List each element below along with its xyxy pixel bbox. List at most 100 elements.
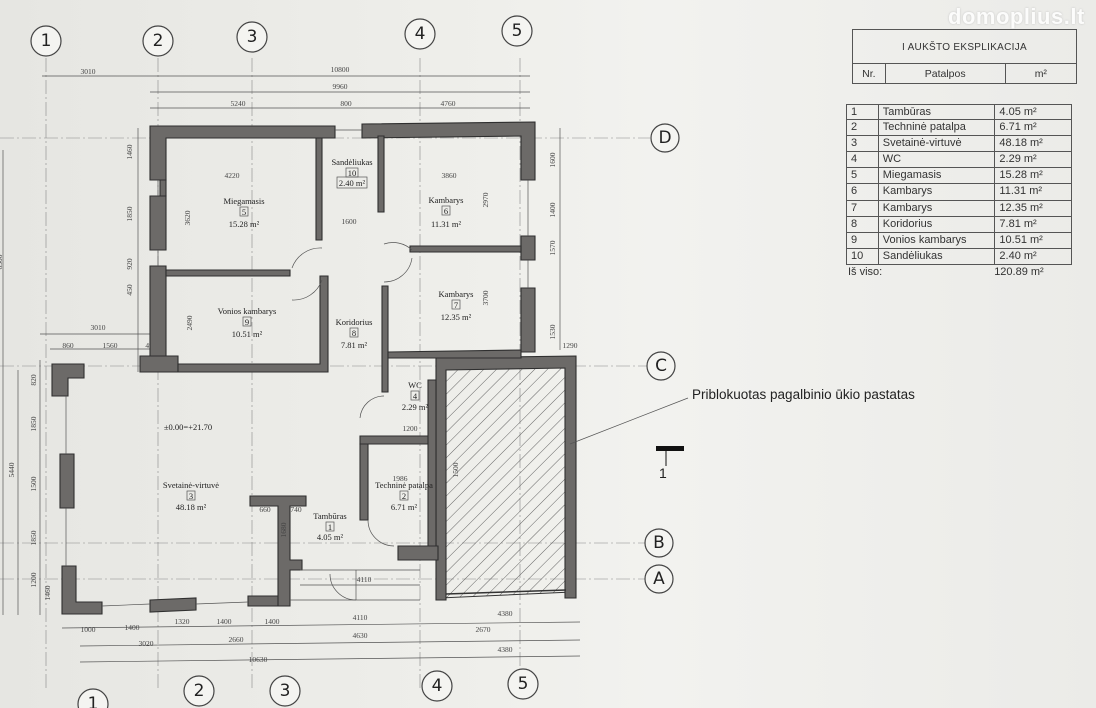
svg-text:1560: 1560 [103, 341, 118, 350]
svg-text:5: 5 [512, 21, 523, 41]
svg-text:1530: 1530 [548, 324, 557, 339]
svg-text:4110: 4110 [353, 613, 368, 622]
door-swings [290, 242, 420, 601]
svg-text:5240: 5240 [231, 99, 246, 108]
svg-text:1000: 1000 [81, 625, 96, 634]
svg-text:2: 2 [153, 31, 164, 51]
svg-text:660: 660 [259, 505, 271, 514]
svg-text:2670: 2670 [476, 625, 491, 634]
svg-text:4760: 4760 [441, 99, 456, 108]
explication-total: Iš viso: 120.89 m² [846, 265, 1072, 280]
column-header-no: Nr. [853, 64, 886, 83]
axis-bubble: 1 [30, 25, 62, 57]
svg-text:1986: 1986 [393, 474, 408, 483]
inner-dimensions: 4220 1600 3860 1986 660 740 1680 4110 12… [225, 171, 457, 584]
svg-text:C: C [655, 356, 667, 376]
svg-text:Sandėliukas: Sandėliukas [331, 157, 372, 167]
room-label: Techninė patalpa 2 6.71 m² [375, 480, 433, 512]
room-label: Vonios kambarys 9 10.51 m² [218, 306, 277, 339]
section-marker: 1 [656, 446, 684, 481]
svg-text:6: 6 [444, 206, 448, 216]
svg-text:3010: 3010 [81, 67, 96, 76]
axis-bubble: D [650, 123, 680, 153]
annex-annotation: Priblokuotas pagalbinio ūkio pastatas [692, 387, 915, 402]
svg-text:820: 820 [29, 374, 38, 386]
svg-text:1320: 1320 [175, 617, 190, 626]
axis-bubble: B [644, 528, 674, 558]
axis-bubble: 3 [269, 675, 301, 707]
level-mark: ±0.00=+21.70 [164, 422, 212, 432]
svg-text:A: A [653, 569, 665, 589]
svg-text:1600: 1600 [342, 217, 357, 226]
svg-text:9: 9 [245, 317, 249, 327]
svg-text:4: 4 [432, 676, 443, 696]
axis-bubble: 2 [142, 25, 174, 57]
top-dimensions: 3010 10800 9960 5240 800 4760 [42, 65, 530, 109]
column-header-area: m² [1034, 68, 1047, 80]
axis-bubble: 4 [421, 670, 453, 702]
svg-text:11.31 m²: 11.31 m² [431, 219, 462, 229]
svg-text:1850: 1850 [125, 206, 134, 221]
svg-text:12.35 m²: 12.35 m² [441, 312, 472, 322]
svg-text:48.18 m²: 48.18 m² [176, 502, 207, 512]
svg-text:3: 3 [189, 491, 193, 501]
svg-text:6.71 m²: 6.71 m² [391, 502, 418, 512]
svg-text:1400: 1400 [125, 623, 140, 632]
svg-text:6300: 6300 [0, 254, 4, 269]
room-label: Sandėliukas 10 2.40 m² [331, 157, 373, 189]
svg-text:4.05 m²: 4.05 m² [317, 532, 344, 542]
svg-text:Vonios kambarys: Vonios kambarys [218, 306, 277, 316]
svg-text:WC: WC [408, 380, 422, 390]
left-dimensions: 1460 1850 920 450 2490 820 1850 1500 185… [0, 128, 194, 615]
svg-text:1400: 1400 [217, 617, 232, 626]
room-label: Miegamasis 5 15.28 m² [223, 196, 264, 229]
svg-text:4: 4 [415, 24, 426, 44]
svg-text:1500: 1500 [29, 476, 38, 491]
svg-text:5440: 5440 [7, 462, 16, 477]
svg-text:3620: 3620 [183, 210, 192, 225]
svg-text:1400: 1400 [265, 617, 280, 626]
svg-text:1: 1 [328, 522, 332, 532]
svg-text:3: 3 [280, 681, 291, 701]
svg-text:D: D [658, 128, 671, 148]
svg-text:4: 4 [413, 391, 418, 401]
axis-bubble: 4 [404, 18, 436, 50]
svg-text:1680: 1680 [279, 522, 288, 537]
svg-text:9960: 9960 [333, 82, 348, 91]
svg-text:1570: 1570 [548, 240, 557, 255]
axis-bubbles-right: D C B A [644, 123, 680, 594]
svg-text:5: 5 [518, 674, 529, 694]
axis-bubble: C [646, 351, 676, 381]
axis-bubble: 2 [183, 675, 215, 707]
axis-bubble: 5 [501, 15, 533, 47]
svg-text:15.28 m²: 15.28 m² [229, 219, 260, 229]
svg-text:Svetainė-virtuvė: Svetainė-virtuvė [163, 480, 219, 490]
svg-text:920: 920 [125, 258, 134, 270]
axis-bubble: 3 [236, 21, 268, 53]
svg-text:7.81 m²: 7.81 m² [341, 340, 368, 350]
axis-bubbles-bottom: 1 2 3 4 5 [77, 668, 539, 708]
svg-text:1290: 1290 [563, 341, 578, 350]
svg-text:2.40 m²: 2.40 m² [339, 178, 366, 188]
svg-text:2660: 2660 [229, 635, 244, 644]
svg-text:Techninė patalpa: Techninė patalpa [375, 480, 433, 490]
axis-bubble: 5 [507, 668, 539, 700]
svg-text:2970: 2970 [481, 192, 490, 207]
room-label: Koridorius 8 7.81 m² [336, 317, 373, 350]
svg-text:1: 1 [659, 465, 667, 481]
svg-text:1: 1 [41, 31, 52, 51]
svg-text:2: 2 [194, 681, 205, 701]
column-header-room: Patalpos [886, 64, 1006, 83]
svg-text:3020: 3020 [139, 639, 154, 648]
svg-text:800: 800 [340, 99, 352, 108]
svg-text:Kambarys: Kambarys [429, 195, 464, 205]
svg-text:1600: 1600 [548, 152, 557, 167]
room-labels: Miegamasis 5 15.28 m² Sandėliukas 10 2.4… [163, 157, 474, 542]
